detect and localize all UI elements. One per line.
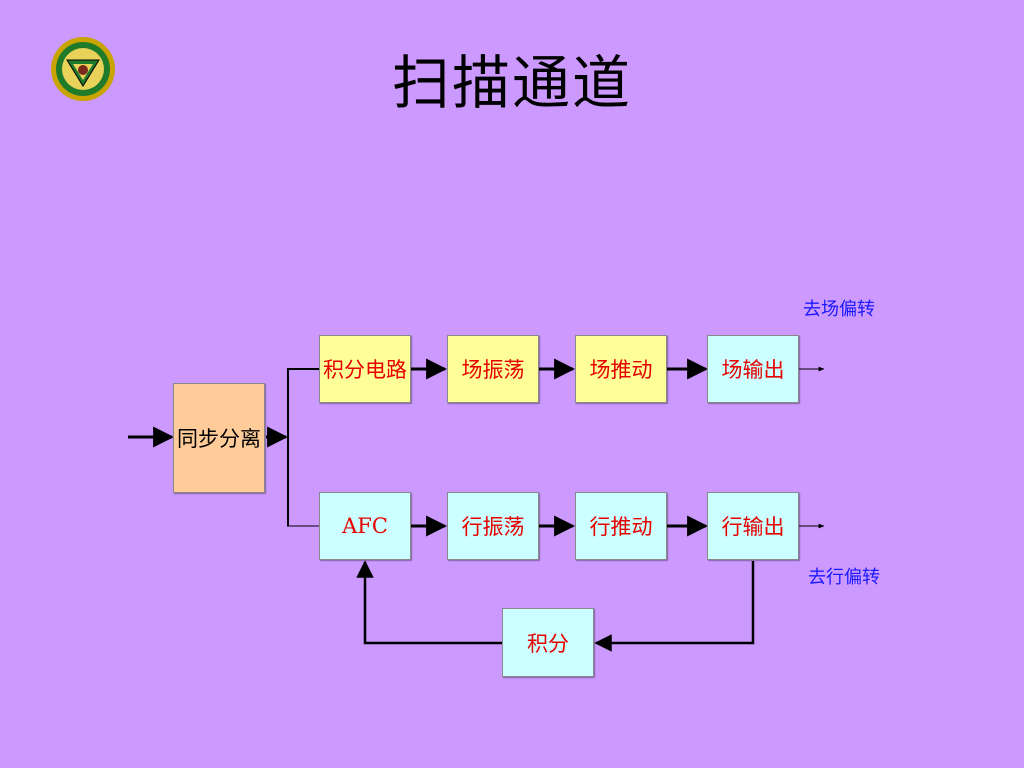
sync-separator-box: 同步分离 [173,383,265,493]
feedback-from-line-output [594,561,755,652]
integrator-circuit-box: 积分电路 [319,335,411,403]
slide-title: 扫描通道 [391,49,632,117]
line-driver-box: 行推动 [575,492,667,560]
afc-box: AFC [319,492,411,560]
field-driver-box: 场推动 [575,335,667,403]
to-field-deflection-label: 去场偏转 [803,299,875,320]
integrator-box: 积分 [502,608,594,677]
line-oscillator-box: 行振荡 [447,492,539,560]
school-emblem-logo [51,37,115,101]
line-output-box: 行输出 [707,492,799,560]
field-output-box: 场输出 [707,335,799,403]
field-oscillator-box: 场振荡 [447,335,539,403]
feedback-to-afc [356,560,502,645]
to-line-deflection-label: 去行偏转 [808,567,880,588]
